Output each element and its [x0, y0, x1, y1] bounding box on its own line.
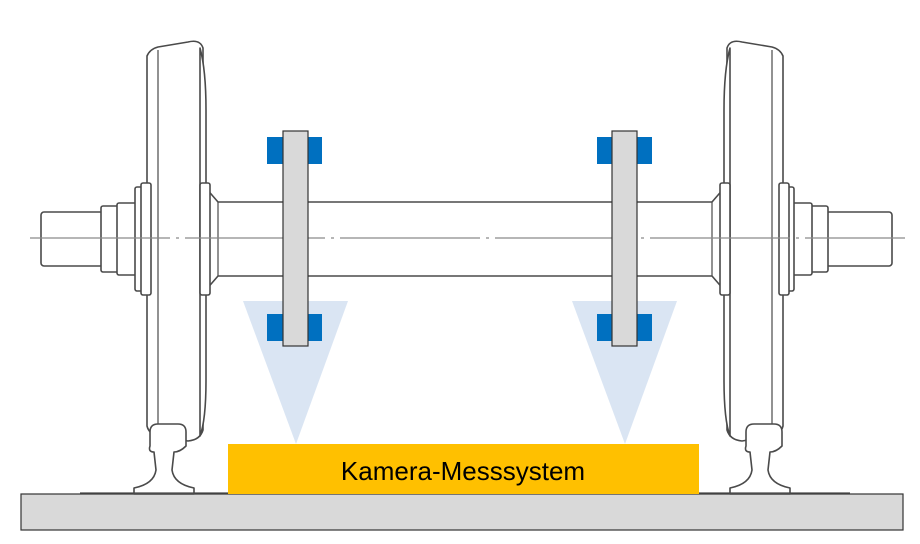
camera-system-box	[228, 444, 699, 494]
sensor-bracket-right	[597, 130, 652, 347]
camera-system-label: Kamera-Messsystem	[341, 456, 585, 486]
ground-base	[20, 493, 904, 531]
rail-left	[133, 423, 195, 495]
rail-right	[729, 423, 791, 495]
axle-journal-left	[40, 186, 148, 292]
axle-journal-right	[781, 186, 893, 292]
wheel-left	[140, 40, 211, 442]
axle-shaft	[204, 186, 726, 292]
wheel-right	[719, 40, 790, 442]
sensor-bracket-left	[267, 130, 322, 347]
